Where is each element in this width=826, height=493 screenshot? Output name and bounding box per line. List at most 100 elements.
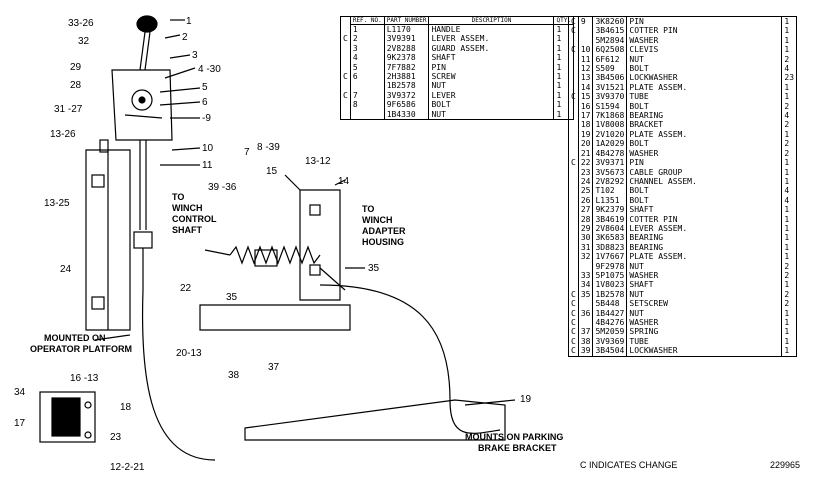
part-number: 7K1868	[592, 111, 628, 121]
change-mark	[569, 186, 579, 195]
change-mark	[569, 168, 579, 177]
callout-11: 11	[202, 160, 213, 171]
part-number: S509	[592, 64, 628, 74]
ref-number: 15	[577, 92, 594, 102]
description: CABLE GROUP	[626, 167, 783, 177]
part-number: 5M2894	[592, 35, 628, 46]
description: NUT	[626, 308, 783, 318]
note-winch-adapter-housing: TO WINCH ADAPTER HOUSING	[362, 204, 408, 247]
part-number: L1351	[592, 195, 628, 206]
quantity: 4	[781, 64, 798, 74]
plate-assembly	[299, 189, 341, 301]
callout-39-36: 39 -36	[208, 182, 237, 193]
callout-18: 18	[120, 402, 132, 413]
description: SHAFT	[428, 53, 555, 63]
quantity: 1	[553, 100, 574, 110]
part-number: 3V1521	[592, 82, 628, 93]
part-number: 1V8023	[592, 280, 628, 290]
change-mark	[569, 83, 579, 92]
part-number: 3K6583	[592, 233, 628, 243]
part-number: 5B448	[592, 299, 628, 309]
quantity: 1	[781, 129, 798, 140]
description: NUT	[626, 289, 783, 300]
change-mark	[569, 64, 579, 73]
parts-table-1-header: REF. NO. PART NUMBER DESCRIPTION QTY.	[341, 16, 574, 25]
part-number: 1V7667	[592, 252, 628, 262]
quantity: 2	[781, 120, 798, 130]
ref-number: 2	[349, 34, 385, 44]
change-mark	[341, 81, 351, 90]
quantity: 2	[781, 261, 798, 271]
quantity: 1	[553, 24, 574, 35]
ref-number: 9	[577, 16, 594, 27]
callout-33-26: 33-26	[68, 18, 94, 29]
description: PIN	[626, 16, 783, 27]
callout-8-39: 8 -39	[257, 142, 280, 153]
description: SHAFT	[626, 205, 783, 215]
callout-14: 14	[338, 176, 350, 187]
quantity: 1	[781, 82, 798, 93]
change-mark: C	[343, 72, 348, 82]
change-mark: C	[571, 92, 576, 102]
quantity: 2	[781, 139, 798, 149]
ref-number: 22	[577, 158, 594, 168]
ref-number: 20	[577, 139, 594, 149]
change-mark	[569, 224, 579, 233]
quantity: 2	[781, 270, 798, 281]
part-number: 3V9371	[592, 158, 628, 168]
part-number: 3B4506	[592, 73, 628, 83]
ref-number: 32	[577, 252, 594, 262]
brake-plate	[244, 399, 506, 441]
quantity: 1	[781, 158, 798, 168]
description: BOLT	[626, 101, 783, 112]
change-mark	[569, 280, 579, 289]
bracket-assembly	[39, 391, 96, 443]
callout-7: 7	[244, 147, 250, 158]
description: WASHER	[626, 270, 783, 281]
part-number: 1V8008	[592, 120, 628, 130]
change-mark: C	[571, 336, 576, 346]
note-operator-platform: MOUNTED ON OPERATOR PLATFORM	[30, 333, 132, 354]
description: BEARING	[626, 111, 783, 121]
change-mark: C	[571, 327, 576, 337]
quantity: 1	[553, 90, 574, 101]
callout-9: -9	[202, 113, 211, 124]
change-mark	[569, 262, 579, 271]
note-parking-brake: MOUNTS ON PARKING BRAKE BRACKET	[465, 432, 566, 453]
header-part: PART NUMBER	[383, 16, 430, 25]
callout-15: 15	[266, 166, 278, 177]
description: LEVER ASSEM.	[626, 223, 783, 234]
ref-number: 8	[349, 100, 385, 110]
header-ref: REF. NO.	[349, 16, 385, 25]
change-mark	[341, 44, 351, 53]
part-number: 3K8260	[592, 16, 628, 27]
quantity: 1	[781, 167, 798, 177]
part-number: 1B4427	[592, 308, 628, 318]
change-mark: C	[343, 90, 348, 100]
description: BRACKET	[626, 120, 783, 130]
change-mark	[569, 149, 579, 158]
change-mark	[341, 110, 351, 120]
change-mark: C	[571, 318, 576, 327]
description: WASHER	[626, 35, 783, 46]
part-number: 3B4615	[592, 26, 628, 36]
ref-number: 11	[577, 54, 594, 65]
description: PIN	[428, 62, 555, 73]
quantity: 4	[781, 111, 798, 121]
description: BEARING	[626, 242, 783, 253]
